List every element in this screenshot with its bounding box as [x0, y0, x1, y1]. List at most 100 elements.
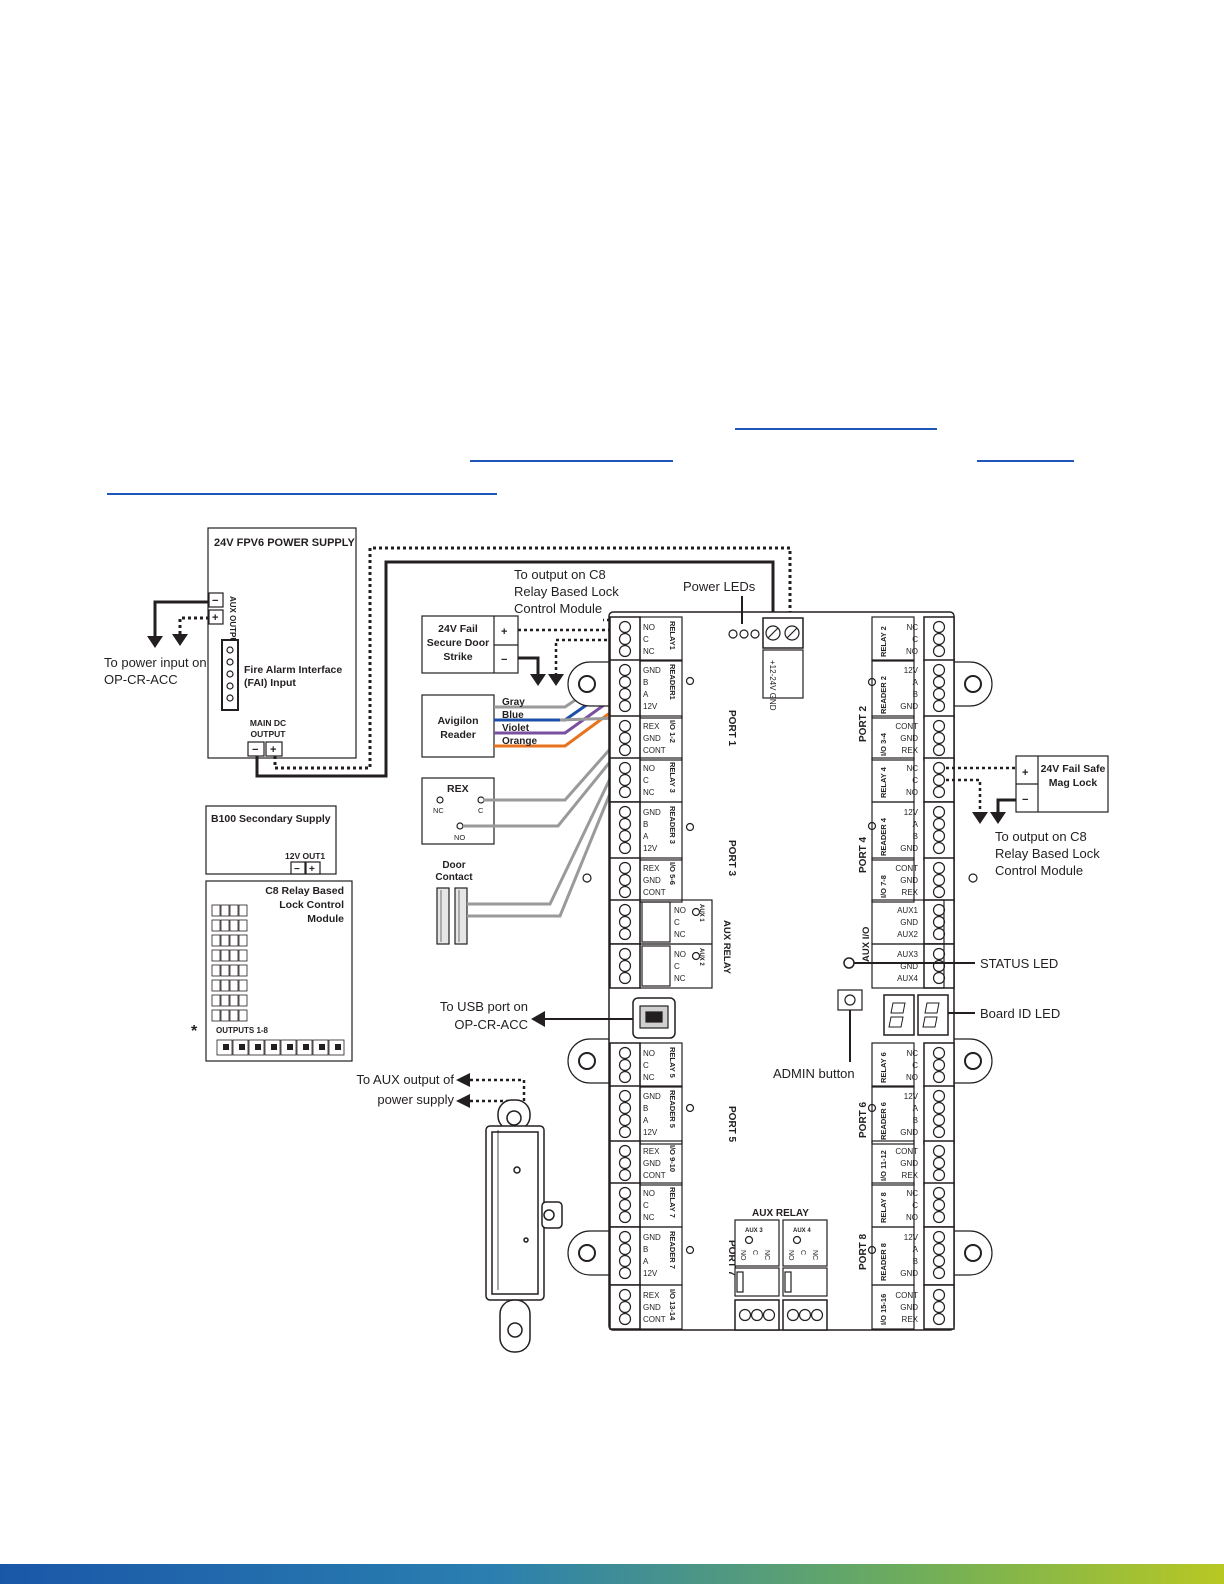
- mount-hole: [582, 873, 592, 883]
- pin-label: C: [912, 635, 918, 644]
- pin-label: C: [674, 918, 680, 927]
- pin-label: NO: [643, 1189, 655, 1198]
- pin-label: NC: [906, 623, 918, 632]
- c8-grid-cell: [229, 919, 239, 932]
- block-label: I/O 11-12: [879, 1150, 888, 1181]
- pin-label: NC: [906, 1049, 918, 1058]
- pin-label: B: [913, 690, 918, 699]
- to-power-input-label: To power input on OP-CR-ACC: [104, 655, 207, 687]
- pin-label: B: [643, 1245, 648, 1254]
- pin-label: REX: [643, 1291, 660, 1300]
- pin-label: CONT: [643, 746, 666, 755]
- pin-label: NO: [739, 1250, 746, 1261]
- c8-grid-cell: [211, 904, 221, 917]
- pin-label: GND: [643, 876, 661, 885]
- pin-label: NC: [643, 788, 655, 797]
- block-label: RELAY 8: [879, 1192, 888, 1223]
- maglock-box: + − 24V Fail Safe Mag Lock: [1015, 755, 1109, 813]
- strike-label: 24V Fail Secure Door Strike: [426, 623, 490, 663]
- pin-label: C: [751, 1250, 758, 1255]
- c8-grid-cell: [229, 949, 239, 962]
- link-underline[interactable]: [470, 460, 673, 462]
- pin-label: REX: [902, 746, 919, 755]
- svg-text:−: −: [501, 654, 507, 666]
- pin-label: B: [913, 1116, 918, 1125]
- wire-label: Violet: [502, 723, 530, 734]
- c8-grid-cell: [211, 994, 221, 1007]
- mount-hole: [968, 873, 978, 883]
- pin-label: B: [643, 678, 648, 687]
- pin-label: REX: [902, 1315, 919, 1324]
- block-label: RELAY 7: [668, 1187, 677, 1218]
- port-label: PORT 1: [726, 710, 737, 747]
- pin-label: AUX3: [897, 950, 918, 959]
- svg-text:−: −: [252, 744, 258, 756]
- c8-grid-cell: [211, 934, 221, 947]
- maglock-label: 24V Fail Safe Mag Lock: [1040, 763, 1106, 789]
- c8-output-pin: [223, 1044, 229, 1050]
- pin-label: REX: [902, 1171, 919, 1180]
- mount-hole: [578, 1244, 596, 1262]
- admin-button-label: ADMIN button: [773, 1066, 855, 1081]
- pin-label: 12V: [643, 844, 658, 853]
- pin-label: GND: [643, 808, 661, 817]
- block-label: READER 3: [668, 806, 677, 844]
- pin-label: A: [913, 1104, 919, 1113]
- port-label: PORT 8: [858, 1233, 869, 1270]
- wire-label: Blue: [502, 710, 524, 721]
- block-label: RELAY 6: [879, 1052, 888, 1083]
- svg-text:−: −: [294, 864, 300, 875]
- block-label: AUX 1: [698, 904, 704, 922]
- aux-relay-bottom-label: AUX RELAY: [752, 1208, 809, 1219]
- pin-label: GND: [900, 844, 918, 853]
- block-label: READER 7: [668, 1231, 677, 1269]
- block-label: RELAY1: [668, 621, 677, 650]
- to-output-c8-top-label: To output on C8 Relay Based Lock Control…: [514, 567, 619, 616]
- asterisk: *: [191, 1023, 198, 1040]
- port-label: PORT 4: [858, 836, 869, 873]
- svg-text:+: +: [212, 612, 218, 624]
- mount-hole: [964, 675, 982, 693]
- link-underline[interactable]: [977, 460, 1074, 462]
- footer-gradient-bar: [0, 1564, 1224, 1584]
- c8-grid-cell: [229, 1009, 239, 1022]
- block-label: I/O 7-8: [879, 875, 888, 898]
- main-dc-label: MAIN DC OUTPUT: [249, 718, 287, 739]
- pin-label: C: [643, 1201, 649, 1210]
- aux-relay-side-label: AUX RELAY: [721, 920, 732, 975]
- rex-pin-no: NO: [454, 833, 465, 842]
- c8-grid-cell: [211, 949, 221, 962]
- c8-grid-cell: [220, 1009, 230, 1022]
- port-label: PORT 5: [726, 1106, 737, 1143]
- pin-label: GND: [900, 702, 918, 711]
- block-label: RELAY 3: [668, 762, 677, 793]
- link-underline[interactable]: [735, 428, 937, 430]
- pin-label: 12V: [643, 1269, 658, 1278]
- block-label: I/O 9-10: [668, 1145, 677, 1172]
- svg-text:−: −: [212, 595, 218, 607]
- svg-text:+: +: [270, 744, 276, 756]
- pin-label: NC: [643, 1073, 655, 1082]
- avigilon-reader-box: Avigilon Reader: [421, 694, 495, 758]
- c8-grid-cell: [211, 919, 221, 932]
- port-label: PORT 2: [858, 705, 869, 742]
- board-id-label: Board ID LED: [980, 1006, 1060, 1021]
- status-led-label: STATUS LED: [980, 956, 1058, 971]
- power-terminal-label: +12-24V GND: [768, 660, 777, 711]
- pin-label: 12V: [643, 1128, 658, 1137]
- c8-outputs-label: OUTPUTS 1-8: [216, 1026, 269, 1035]
- block-label: READER 4: [879, 817, 888, 856]
- electric-lock-device: [485, 1099, 563, 1353]
- link-underline[interactable]: [107, 493, 497, 495]
- pin-label: REX: [643, 1147, 660, 1156]
- pin-label: REX: [643, 864, 660, 873]
